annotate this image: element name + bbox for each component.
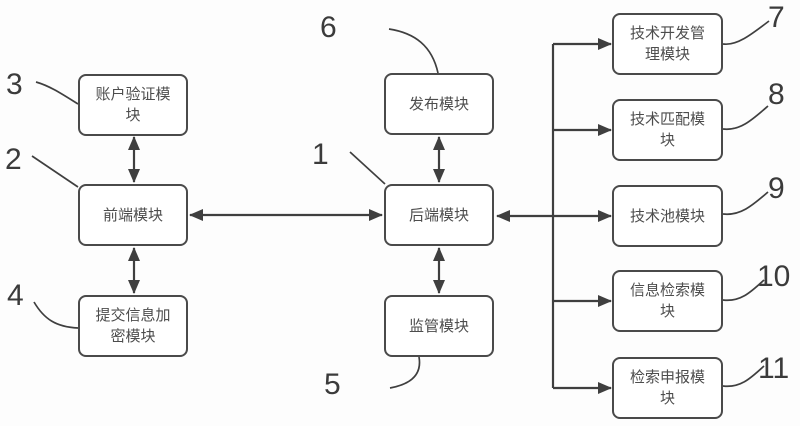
leader-6: [388, 28, 439, 74]
module-box-tech-pool: 技术池模块: [612, 185, 723, 247]
module-box-backend: 后端模块: [384, 184, 494, 246]
leader-9: [722, 191, 769, 216]
ref-number-7: 7: [768, 1, 785, 34]
module-box-account-verification: 账户验证模块: [78, 74, 188, 136]
leader-2: [31, 155, 79, 188]
module-box-supervision: 监管模块: [384, 295, 494, 357]
ref-number-3: 3: [6, 68, 23, 101]
ref-number-9: 9: [768, 172, 785, 205]
ref-number-2: 2: [5, 143, 22, 176]
leader-7: [722, 20, 770, 45]
leader-5: [389, 356, 421, 389]
leader-11: [722, 365, 765, 388]
ref-number-11: 11: [758, 352, 790, 385]
ref-number-5: 5: [324, 368, 341, 401]
module-box-info-retrieval: 信息检索模块: [612, 270, 723, 332]
ref-number-4: 4: [7, 279, 24, 312]
module-box-tech-matching: 技术匹配模块: [612, 99, 723, 161]
ref-number-8: 8: [768, 78, 785, 111]
leader-3: [35, 81, 79, 105]
module-box-retrieval-declaration: 检索申报模块: [612, 357, 723, 419]
ref-number-6: 6: [320, 11, 337, 44]
ref-number-1: 1: [312, 138, 329, 171]
leader-10: [722, 279, 765, 302]
module-box-submit-info-encrypt: 提交信息加密模块: [78, 295, 188, 357]
module-box-publish: 发布模块: [384, 73, 494, 135]
leader-4: [33, 301, 79, 329]
leader-8: [722, 105, 769, 131]
ref-number-10: 10: [757, 260, 791, 293]
module-box-frontend: 前端模块: [78, 184, 188, 246]
leader-1: [349, 151, 386, 185]
module-box-tech-dev-management: 技术开发管理模块: [612, 13, 723, 75]
